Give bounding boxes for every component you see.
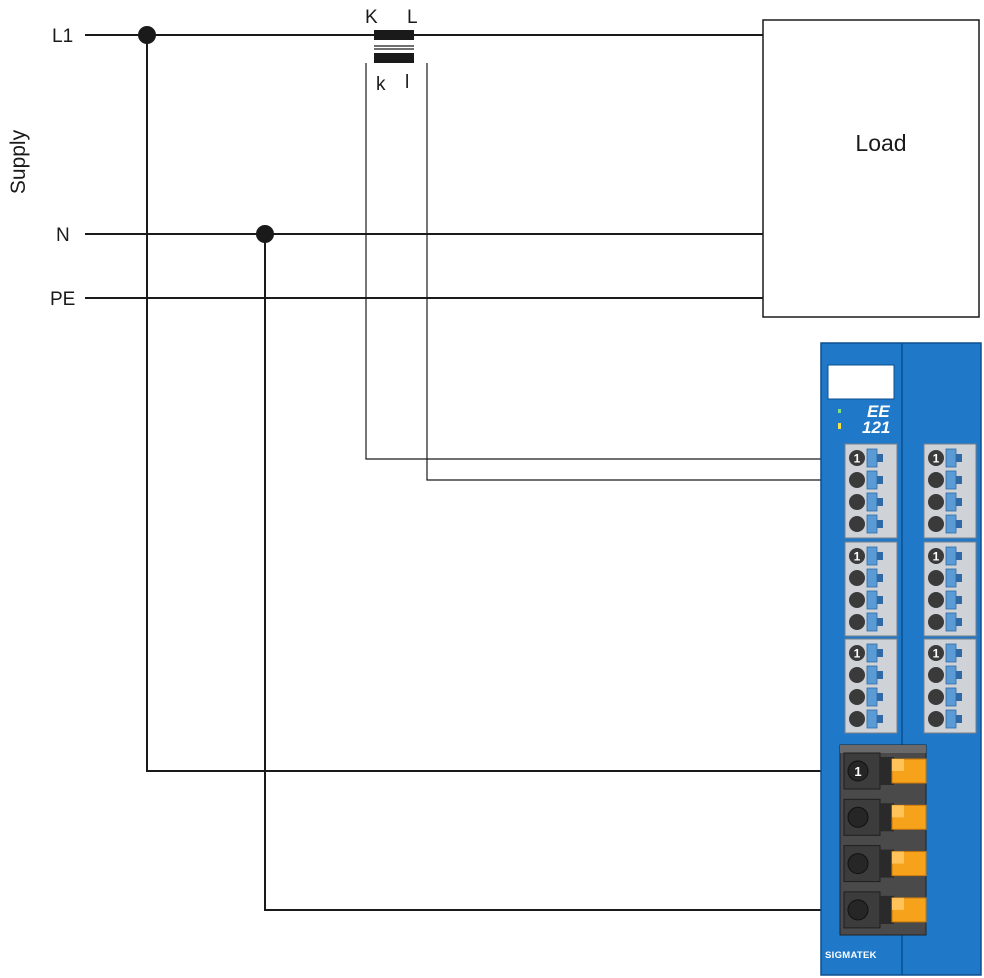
ct-primary-winding: [374, 30, 414, 40]
ct-label-K: K: [365, 7, 378, 28]
wire-ct-l-to-pin2: [426, 63, 852, 481]
power-terminal-block: 1: [839, 744, 927, 936]
pin-number-label: 1: [933, 647, 940, 661]
status-led-yellow: [838, 423, 841, 429]
load-label: Load: [855, 130, 906, 156]
line-label-l1: L1: [52, 26, 73, 47]
terminal-contact[interactable]: [928, 667, 944, 683]
terminal-contact[interactable]: [928, 450, 944, 466]
terminal-contact[interactable]: [928, 472, 944, 488]
terminal-contact[interactable]: [928, 645, 944, 661]
terminal-contact[interactable]: [849, 614, 865, 630]
terminal-block-c2-r2: 1: [923, 541, 977, 637]
terminal-contact[interactable]: [849, 472, 865, 488]
ct-label-L: L: [407, 7, 418, 28]
terminal-contact[interactable]: [849, 494, 865, 510]
power-contact[interactable]: [847, 899, 869, 921]
terminal-contact[interactable]: [928, 711, 944, 727]
module-label-window: [827, 364, 895, 400]
current-transformer: [374, 30, 414, 63]
terminal-contact[interactable]: [928, 494, 944, 510]
terminal-contact[interactable]: [849, 689, 865, 705]
module-name-line1: EE: [867, 402, 890, 421]
wire-ct-k-to-pin1: [365, 63, 852, 460]
terminal-contact[interactable]: [849, 667, 865, 683]
ct-label-l: l: [405, 72, 409, 93]
terminal-contact[interactable]: [849, 592, 865, 608]
brand-label: SIGMATEK: [825, 950, 877, 961]
supply-label: Supply: [7, 129, 30, 194]
terminal-contact[interactable]: [928, 689, 944, 705]
pin-number-label: 1: [933, 452, 940, 466]
power-contact[interactable]: [847, 853, 869, 875]
terminal-contact[interactable]: [928, 516, 944, 532]
power-pin-number-label: 1: [854, 764, 861, 779]
pin-number-label: 1: [933, 550, 940, 564]
terminal-contact[interactable]: [849, 711, 865, 727]
status-led-green: [838, 409, 841, 413]
power-contact[interactable]: [847, 760, 869, 782]
pin-number-label: 1: [854, 550, 861, 564]
terminal-contact[interactable]: [849, 450, 865, 466]
terminal-contact[interactable]: [928, 592, 944, 608]
wire-n-to-power-pin4: [264, 234, 852, 911]
terminal-block-c1-r1: 1: [844, 443, 898, 539]
terminal-block-c2-r1: 1: [923, 443, 977, 539]
terminal-block-c1-r3: 1: [844, 638, 898, 734]
module-name-line2: 121: [862, 418, 890, 437]
power-contact[interactable]: [847, 806, 869, 828]
terminal-contact[interactable]: [849, 548, 865, 564]
wire-l1-to-power-pin1: [146, 35, 852, 772]
load-box: [762, 19, 980, 318]
terminal-contact[interactable]: [928, 614, 944, 630]
ct-secondary-winding: [374, 53, 414, 63]
line-label-pe: PE: [50, 289, 75, 310]
ct-label-k: k: [376, 74, 386, 95]
pin-number-label: 1: [854, 452, 861, 466]
terminal-contact[interactable]: [849, 516, 865, 532]
terminal-contact[interactable]: [928, 570, 944, 586]
terminal-contact[interactable]: [849, 570, 865, 586]
terminal-block-c1-r2: 1: [844, 541, 898, 637]
terminal-contact[interactable]: [928, 548, 944, 564]
terminal-contact[interactable]: [849, 645, 865, 661]
ee121-module: EE 121 1 1 1 1 1 1 1 SIGMATEK: [820, 342, 982, 976]
io-terminal-blocks: 1 1 1 1 1 1: [844, 443, 977, 734]
line-label-n: N: [56, 225, 70, 246]
terminal-block-c2-r3: 1: [923, 638, 977, 734]
pin-number-label: 1: [854, 647, 861, 661]
